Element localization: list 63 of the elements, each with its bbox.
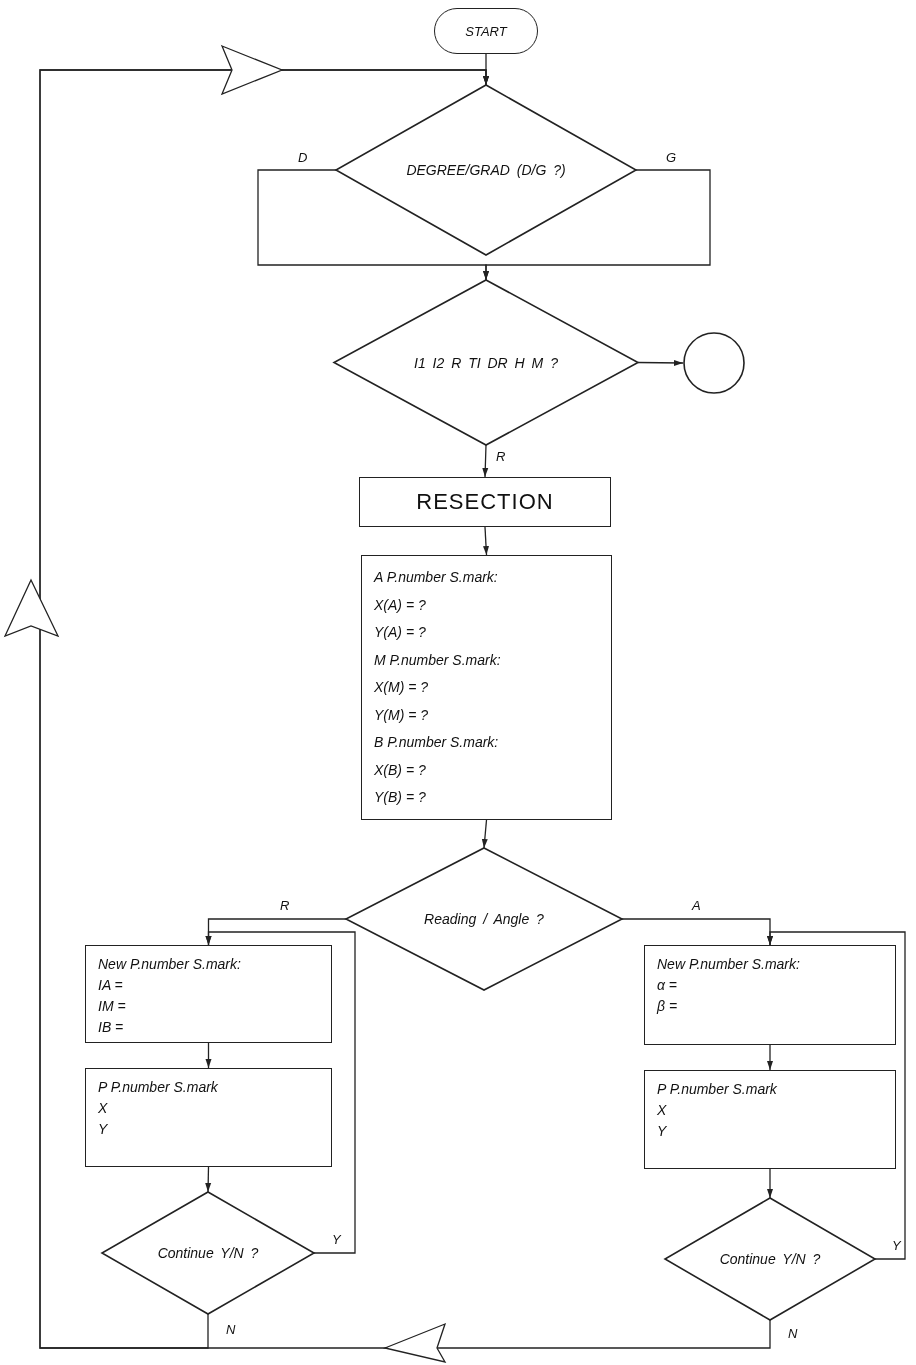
prompt-text: β = xyxy=(657,997,678,1016)
prompt-text: IA = xyxy=(98,976,123,995)
prompt-text: X xyxy=(657,1101,667,1120)
decision-diamond xyxy=(346,848,622,990)
decision-question: DEGREE/GRAD (D/G ?) xyxy=(406,162,566,178)
flow-arrow xyxy=(767,1044,773,1071)
terminal-box xyxy=(434,8,538,54)
prompt-text: Y(A) = ? xyxy=(374,623,426,642)
prompt-text: M P.number S.mark: xyxy=(374,650,501,670)
prompt-text: B P.number S.mark: xyxy=(374,733,499,752)
connector-circle xyxy=(683,332,745,394)
edge-label: N xyxy=(786,1326,800,1341)
prompt-text: X xyxy=(98,1099,108,1118)
flow-arrow xyxy=(205,931,356,1254)
input-box xyxy=(361,555,612,820)
prompt-text: P P.number S.mark xyxy=(98,1078,218,1097)
decision-question: Continue Y/N ? xyxy=(157,1245,259,1261)
prompt-text: IM = xyxy=(98,997,126,1016)
decision-question: Reading / Angle ? xyxy=(424,911,544,927)
decision-diamond xyxy=(102,1192,314,1314)
decision-diamond xyxy=(336,85,636,255)
flow-arrow xyxy=(483,526,489,556)
terminal-label: START xyxy=(465,23,507,39)
prompt-text: X(B) = ? xyxy=(374,760,426,780)
prompt-text: Y xyxy=(657,1122,667,1141)
flow-arrow xyxy=(205,1042,212,1069)
input-box xyxy=(85,945,332,1043)
output-box xyxy=(644,1070,896,1169)
edge-label: D xyxy=(296,150,310,165)
flow-arrow xyxy=(482,444,489,478)
edge-label: A xyxy=(690,898,703,913)
flow-arrow xyxy=(205,1166,212,1193)
prompt-text: New P.number S.mark: xyxy=(657,955,800,974)
prompt-text: X(A) = ? xyxy=(374,595,426,615)
prompt-text: A P.number S.mark: xyxy=(374,568,498,587)
prompt-text: α = xyxy=(657,976,678,995)
prompt-text: Y xyxy=(98,1120,108,1139)
input-box xyxy=(644,945,896,1045)
flow-arrow xyxy=(39,69,771,1349)
edge-label: R xyxy=(494,449,508,464)
edge-label: R xyxy=(278,898,292,913)
edge-label: G xyxy=(664,150,679,165)
decision-diamond xyxy=(334,280,638,445)
decision-question: Continue Y/N ? xyxy=(719,1251,821,1267)
flow-arrow xyxy=(637,359,684,366)
flow-arrow xyxy=(483,169,711,281)
process-title: RESECTION xyxy=(416,488,554,516)
prompt-text: IB = xyxy=(98,1018,124,1037)
decision-diamond xyxy=(665,1198,875,1320)
prompt-text: New P.number S.mark: xyxy=(98,955,241,974)
decision-question: I1 I2 R TI DR H M ? xyxy=(414,354,558,371)
prompt-text: P P.number S.mark xyxy=(657,1080,777,1099)
flow-arrow xyxy=(767,931,906,1260)
prompt-text: X(M) = ? xyxy=(374,678,429,697)
edge-label: Y xyxy=(890,1238,903,1253)
flow-arrow xyxy=(767,1168,773,1199)
process-box xyxy=(359,477,611,527)
prompt-text: Y(M) = ? xyxy=(374,705,429,725)
prompt-text: Y(B) = ? xyxy=(374,788,426,807)
output-box xyxy=(85,1068,332,1167)
edge-label: Y xyxy=(330,1232,343,1247)
edge-label: N xyxy=(224,1322,238,1337)
flow-arrow xyxy=(481,819,488,849)
